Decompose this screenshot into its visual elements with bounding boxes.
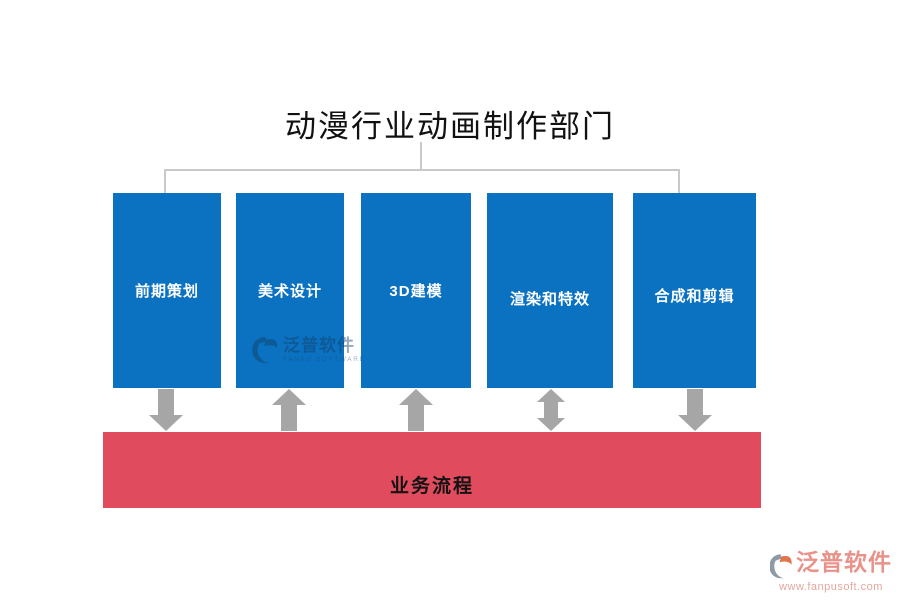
footer-brand: 泛普软件 <box>796 549 892 576</box>
dept-box-compositing-editing: 合成和剪辑 <box>633 193 756 388</box>
connector-right-drop-line <box>678 169 680 193</box>
arrow-up-icon <box>398 389 434 431</box>
arrow-down-icon <box>677 389 713 431</box>
dept-label: 3D建模 <box>389 283 443 300</box>
arrow-up-icon <box>271 389 307 431</box>
footer-url: www.fanpusoft.com <box>779 581 883 593</box>
arrow-up-down-icon <box>533 389 569 431</box>
arrow-down-icon <box>148 389 184 431</box>
process-bar: 业务流程 <box>103 432 761 508</box>
diagram-title: 动漫行业动画制作部门 <box>285 109 615 145</box>
connector-riser-line <box>420 142 422 169</box>
dept-label: 渲染和特效 <box>509 291 590 308</box>
dept-label: 前期策划 <box>134 283 199 300</box>
dept-box-3d-modeling: 3D建模 <box>361 193 471 388</box>
footer-logo: 泛普软件 www.fanpusoft.com <box>770 549 892 593</box>
dept-label: 美术设计 <box>257 283 322 300</box>
dept-label: 合成和剪辑 <box>654 288 735 305</box>
connector-horizontal-line <box>164 169 680 171</box>
fanpu-logo-icon <box>770 554 792 579</box>
dept-box-render-effects: 渲染和特效 <box>487 193 613 388</box>
connector-left-drop-line <box>164 169 166 193</box>
dept-box-art-design: 美术设计 <box>236 193 344 388</box>
process-bar-label: 业务流程 <box>389 475 474 497</box>
dept-box-preplanning: 前期策划 <box>113 193 221 388</box>
